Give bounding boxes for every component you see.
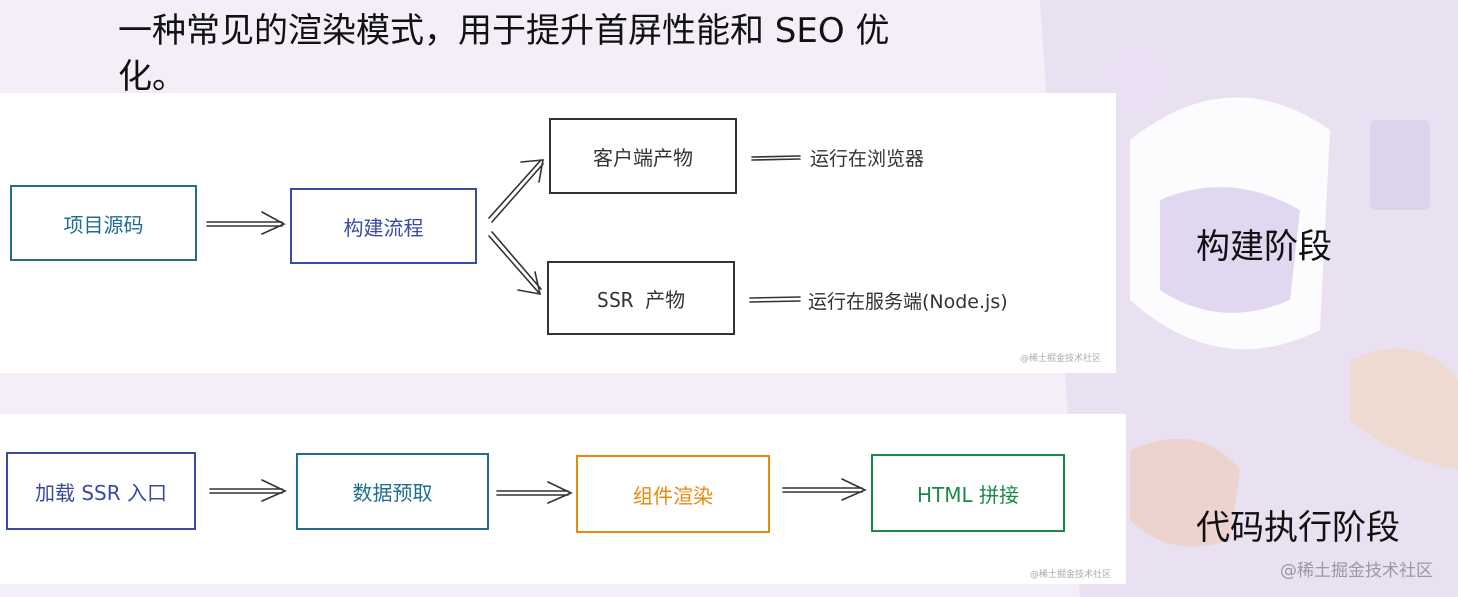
diagram-watermark: @稀土掘金技术社区 [1020,354,1102,364]
client-output-box: 客户端产物 [549,118,737,194]
page-watermark: @稀土掘金技术社区 [1280,561,1433,581]
headline: 一种常见的渲染模式，用于提升首屏性能和 SEO 优化。 [118,11,890,97]
diagram-watermark: @稀土掘金技术社区 [1030,570,1112,580]
ssr-entry-box: 加载 SSR 入口 [6,452,196,530]
ssr-note: 运行在服务端(Node.js) [808,291,1008,313]
build-diagram-panel: 项目源码 构建流程 客户端产物 SSR 产物 运行在浏览器 运行在服务端(Nod… [0,93,1116,373]
html-concat-box: HTML 拼接 [871,454,1065,532]
client-note: 运行在浏览器 [810,148,925,170]
data-prefetch-box: 数据预取 [296,453,489,530]
build-process-box: 构建流程 [290,188,477,264]
component-render-box: 组件渲染 [576,455,770,533]
build-stage-label: 构建阶段 [1196,227,1332,267]
source-box: 项目源码 [10,185,197,261]
ssr-output-box: SSR 产物 [547,261,735,335]
run-diagram-panel: 加载 SSR 入口 数据预取 组件渲染 HTML 拼接 @稀土掘金技术社区 [0,414,1126,584]
run-stage-label: 代码执行阶段 [1196,508,1400,548]
